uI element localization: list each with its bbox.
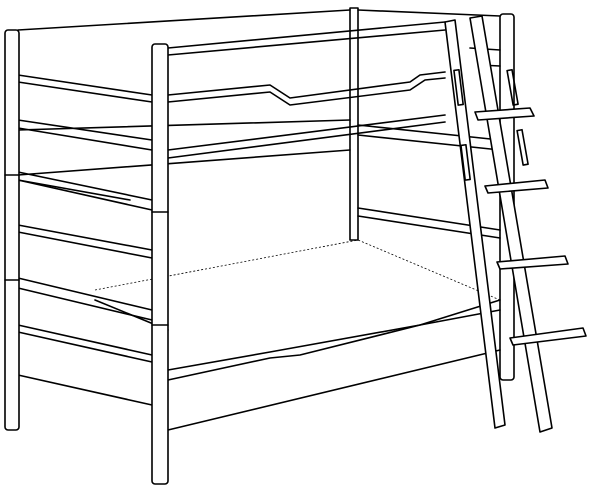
ladder	[444, 15, 587, 433]
left-end-panel	[17, 74, 153, 406]
front-middle-post	[151, 43, 169, 485]
back-middle-post	[349, 7, 359, 241]
back-rails	[17, 9, 501, 239]
front-left-post	[4, 29, 20, 431]
